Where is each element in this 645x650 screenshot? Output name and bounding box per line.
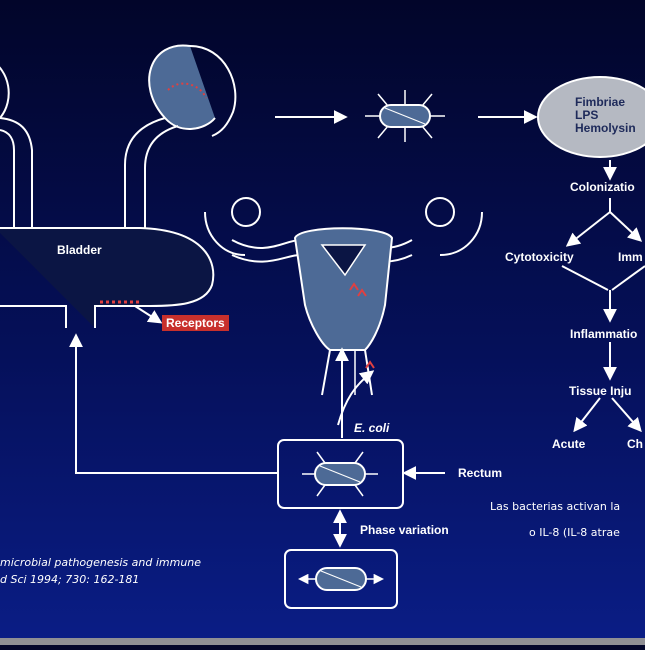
immune-label: Imm <box>618 250 643 264</box>
tissue-injury-label: Tissue Inju <box>569 384 632 398</box>
inflammation-label: Inflammatio <box>570 327 638 341</box>
ascending-arrows <box>69 333 375 474</box>
right-kidney <box>148 44 237 137</box>
female-reproductive-tract <box>204 197 483 396</box>
phase-variant-bacterium-box <box>284 549 398 609</box>
virulence-lps-label: LPS <box>575 108 599 122</box>
spanish-text-line1: Las bacterias activan la <box>490 500 621 513</box>
virulence-fimbriae-label: Fimbriae <box>575 95 626 109</box>
e-coli-label: E. coli <box>354 421 390 435</box>
spanish-text-line2: o IL-8 (IL-8 atrae <box>529 526 620 539</box>
receptors-label: Receptors <box>162 315 229 331</box>
cytotoxicity-label: Cytotoxicity <box>505 250 574 264</box>
rectum-bacterium-box <box>277 439 445 509</box>
rectum-label: Rectum <box>458 466 503 480</box>
colonization-label: Colonizatio <box>570 180 635 194</box>
phase-variation-label: Phase variation <box>360 523 449 537</box>
bottom-bar <box>0 638 645 645</box>
left-kidney <box>0 66 33 228</box>
pathogenesis-flowchart <box>561 160 645 433</box>
right-ureter <box>124 117 179 228</box>
citation-line2: d Sci 1994; 730: 162-181 <box>0 573 140 586</box>
citation-line1: microbial pathogenesis and immune <box>0 556 202 569</box>
bladder-shape <box>0 227 215 328</box>
chronic-label: Ch <box>627 437 643 451</box>
virulence-hemolysin-label: Hemolysin <box>575 121 636 135</box>
virulence-factors-ellipse <box>537 76 645 158</box>
bladder-label: Bladder <box>57 243 102 257</box>
bacterium-top <box>365 90 445 142</box>
acute-label: Acute <box>552 437 586 451</box>
